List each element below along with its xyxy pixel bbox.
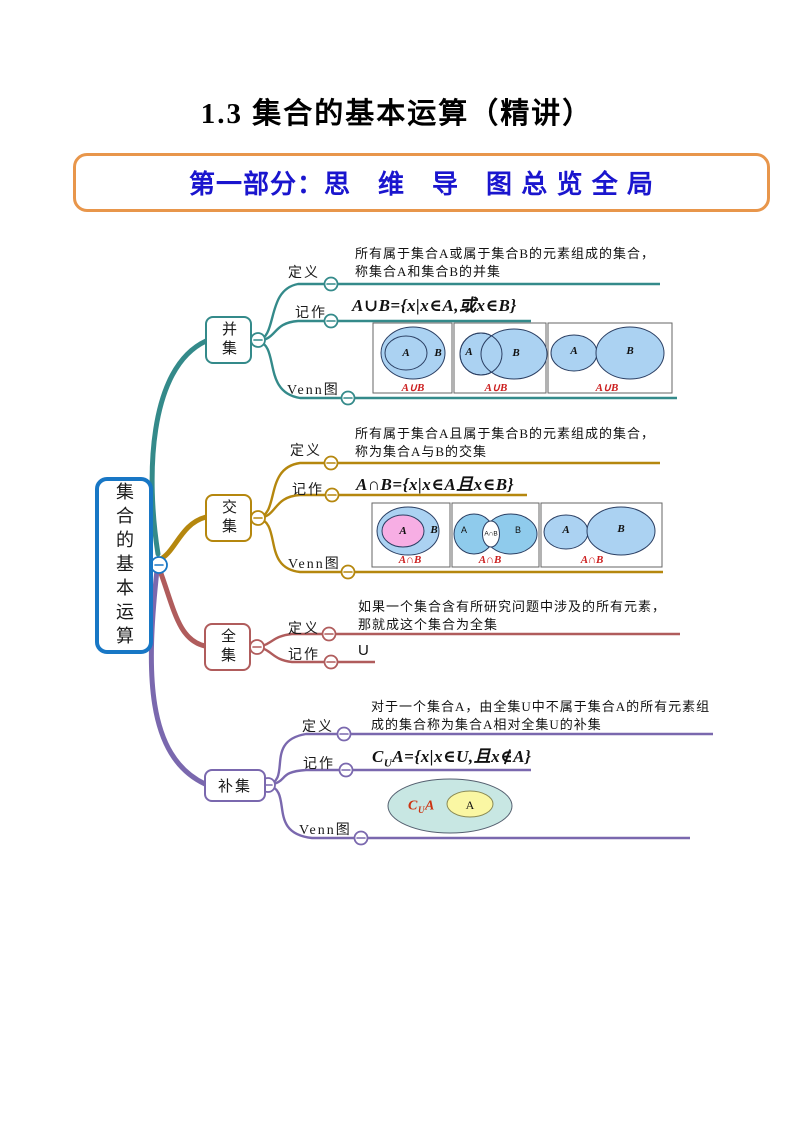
complement-formula-c: C: [372, 747, 384, 766]
universal-definition-label: 定义: [288, 622, 320, 637]
complement-venn-label-cu-sub: U: [418, 805, 425, 815]
universal-definition-line2: 那就成这个集合为全集: [358, 616, 499, 632]
collapse-toggle-complement-definition[interactable]: [336, 726, 352, 742]
complement-venn-inner-label-a: A: [466, 798, 475, 812]
union-venn1-ellipse-a: [384, 335, 428, 371]
intersection-definition-text: 所有属于集合A且属于集合B的元素组成的集合， 称为集合A与B的交集: [355, 425, 655, 460]
union-definition-text: 所有属于集合A或属于集合B的元素组成的集合， 称集合A和集合B的并集: [355, 245, 655, 280]
intersection-venn1-ellipse-a: [381, 514, 425, 548]
union-formula: A∪B={x|x∈A,或x∈B}: [352, 296, 517, 315]
intersection-venn2-lens: [482, 520, 500, 548]
intersection-definition-line1: 所有属于集合A且属于集合B的元素组成的集合，: [355, 426, 656, 441]
intersection-notation-label: 记作: [292, 483, 324, 498]
union-venn-group: A B A∪B A B A∪B A B A∪B: [372, 322, 673, 394]
union-definition-line1: 所有属于集合A或属于集合B的元素组成的集合，: [355, 246, 656, 261]
complement-formula: CUA={x|x∈U,且x∉A}: [372, 742, 531, 769]
intersection-venn-group: A B A∩B A∩B A B A∩B A B A∩B: [371, 502, 663, 568]
intersection-venn3-caption: A∩B: [580, 554, 604, 566]
complement-definition-label: 定义: [302, 720, 334, 735]
branch-curve-complement: [148, 567, 208, 787]
union-venn3-label-b: B: [625, 345, 633, 357]
node-union[interactable]: 并集: [205, 316, 252, 364]
part-banner-text: 第一部分：思 维 导 图 总 览 全 局: [189, 169, 654, 199]
intersection-venn3-label-a: A: [561, 524, 569, 536]
union-venn2-circle-a-outline: [459, 332, 503, 376]
complement-formula-rest: A={x|x∈U,且x∉A}: [392, 747, 532, 766]
part-banner: 第一部分：思 维 导 图 总 览 全 局: [73, 153, 770, 212]
collapse-toggle-root[interactable]: [150, 556, 168, 574]
complement-definition-line1: 对于一个集合A，由全集U中不属于集合A的所有元素组: [371, 699, 711, 714]
complement-venn-label-cu-a: A: [424, 799, 434, 814]
complement-venn-ellipse-a: [446, 790, 494, 818]
intersection-venn2-label-b: B: [515, 525, 521, 535]
collapse-toggle-union-venn[interactable]: [340, 390, 356, 406]
intersection-venn2-lens-label: A∩B: [484, 531, 497, 538]
union-venn3-label-a: A: [569, 345, 577, 357]
intersection-venn1-label-b: B: [429, 524, 437, 536]
union-venn1-label-b: B: [433, 347, 441, 359]
intersection-venn1-caption: A∩B: [398, 554, 422, 566]
node-complement[interactable]: 补集: [204, 769, 266, 802]
collapse-toggle-intersection[interactable]: [250, 510, 266, 526]
collapse-toggle-complement-notation[interactable]: [338, 762, 354, 778]
union-notation-label: 记作: [295, 306, 327, 321]
intersection-venn1-label-a: A: [398, 525, 406, 537]
union-definition-line2: 称集合A和集合B的并集: [355, 263, 502, 279]
complement-notation-label: 记作: [303, 757, 335, 772]
collapse-toggle-union-notation[interactable]: [323, 313, 339, 329]
root-node[interactable]: 集合的基本运算: [95, 477, 153, 654]
union-venn2-label-a: A: [464, 346, 472, 358]
union-venn3-caption: A∪B: [595, 382, 619, 394]
union-venn3-ellipse-b: [595, 326, 665, 380]
page-title: 1.3 集合的基本运算（精讲）: [200, 98, 594, 130]
subbranch-complement-venn: [267, 783, 690, 840]
union-venn1-label-a: A: [401, 347, 409, 359]
node-intersection[interactable]: 交集: [205, 494, 252, 542]
complement-definition-text: 对于一个集合A，由全集U中不属于集合A的所有元素组 成的集合称为集合A相对全集U…: [371, 698, 710, 733]
intersection-venn-label: Venn图: [288, 557, 341, 572]
complement-formula-sub: U: [383, 757, 393, 770]
branch-curve-intersection: [156, 514, 209, 563]
universal-definition-line1: 如果一个集合含有所研究问题中涉及的所有元素，: [358, 599, 667, 614]
complement-definition-line2: 成的集合称为集合A相对全集U的补集: [371, 716, 602, 732]
union-venn2-caption: A∪B: [484, 382, 508, 394]
universal-notation-label: 记作: [288, 648, 320, 663]
complement-venn-label: Venn图: [299, 823, 352, 838]
universal-notation-value: U: [358, 642, 369, 659]
collapse-toggle-union-definition[interactable]: [323, 276, 339, 292]
complement-venn-group: C U A A: [387, 778, 513, 834]
union-venn-label: Venn图: [287, 383, 340, 398]
intersection-definition-line2: 称为集合A与B的交集: [355, 443, 488, 459]
union-venn1-caption: A∪B: [401, 382, 425, 394]
intersection-formula: A∩B={x|x∈A且x∈B}: [356, 475, 515, 494]
collapse-toggle-intersection-notation[interactable]: [324, 487, 340, 503]
intersection-venn3-ellipse-b: [586, 506, 656, 556]
subbranch-universal-definition: [256, 632, 680, 649]
collapse-toggle-intersection-definition[interactable]: [323, 455, 339, 471]
union-definition-label: 定义: [288, 266, 320, 281]
collapse-toggle-intersection-venn[interactable]: [340, 564, 356, 580]
intersection-venn2-caption: A∩B: [478, 554, 502, 566]
union-venn2-label-b: B: [511, 347, 519, 359]
branch-curve-universal: [156, 565, 208, 649]
collapse-toggle-universal[interactable]: [249, 639, 265, 655]
intersection-definition-label: 定义: [290, 444, 322, 459]
collapse-toggle-universal-notation[interactable]: [323, 654, 339, 670]
collapse-toggle-union[interactable]: [250, 332, 266, 348]
complement-venn-label-cu-c: C: [408, 799, 418, 814]
branch-curve-union: [149, 338, 209, 557]
universal-definition-text: 如果一个集合含有所研究问题中涉及的所有元素， 那就成这个集合为全集: [358, 598, 666, 633]
node-universal[interactable]: 全集: [204, 623, 251, 671]
intersection-venn2-label-a: A: [461, 525, 467, 535]
intersection-venn3-label-b: B: [616, 523, 624, 535]
collapse-toggle-complement-venn[interactable]: [353, 830, 369, 846]
collapse-toggle-universal-definition[interactable]: [321, 626, 337, 642]
